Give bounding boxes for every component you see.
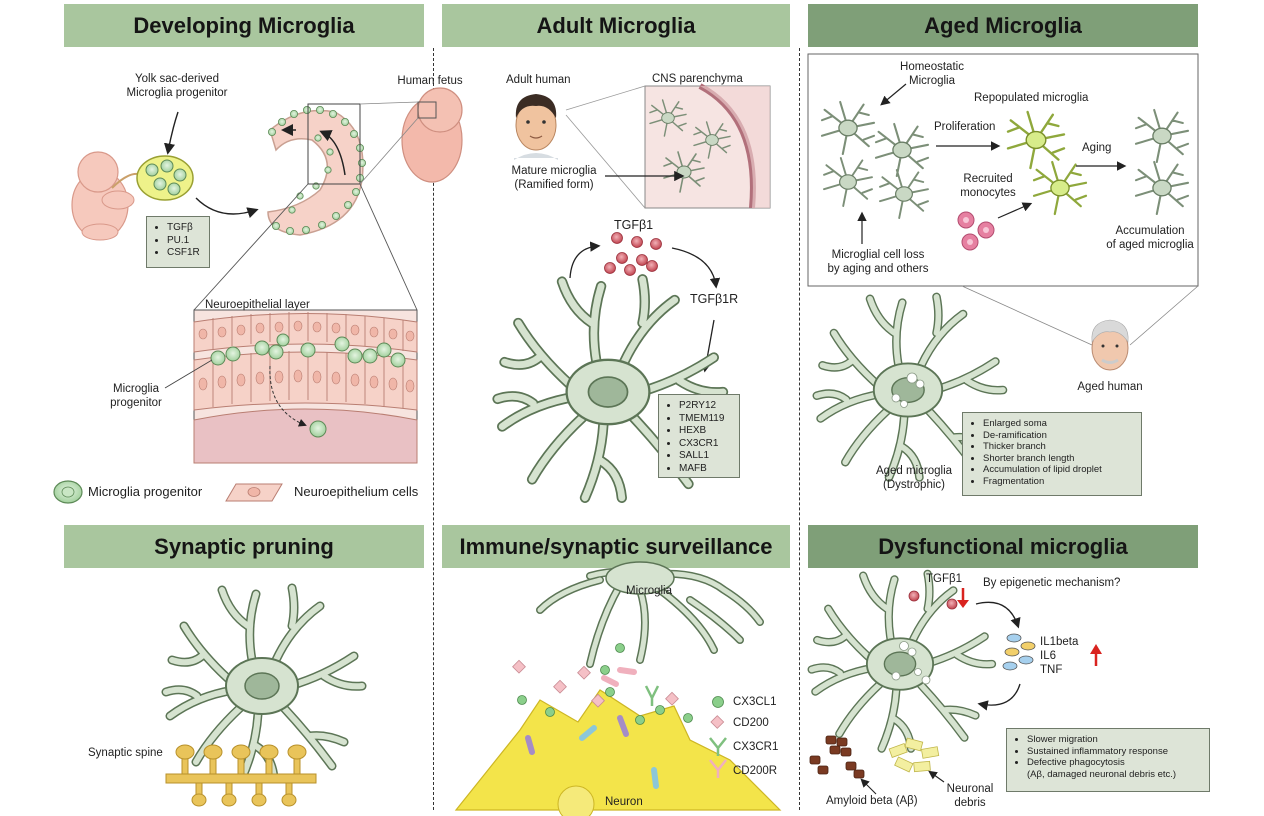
yolk-sac-label: Yolk sac-derived Microglia progenitor (126, 73, 228, 99)
pruning-illustration (166, 588, 362, 807)
legend-cd200: CD200 (733, 717, 769, 729)
accumulation-label: Accumulation of aged microglia (1106, 225, 1194, 251)
aged-feature-6: Fragmentation (983, 476, 1135, 488)
marker-hexb: HEXB (679, 425, 733, 438)
surveillance-neuron-label: Neuron (605, 796, 643, 808)
header-dysfunctional: Dysfunctional microglia (808, 525, 1198, 568)
dys-feature-1: Slower migration (1027, 734, 1203, 746)
dys-feature-2: Sustained inflammatory response (1027, 746, 1203, 758)
developing-illustration (53, 87, 463, 504)
cytokine-il1beta: IL1beta (1040, 636, 1079, 648)
aged-feature-1: Enlarged soma (983, 418, 1135, 430)
homeostatic-label: Homeostatic Microglia (900, 61, 964, 87)
aged-microglia-label: Aged microglia (Dystrophic) (875, 465, 953, 491)
tgfb1-label: TGFβ1 (614, 218, 654, 232)
tgfb1r-label: TGFβ1R (690, 292, 739, 306)
cell-loss-label: Microglial cell loss by aging and others (827, 249, 929, 275)
mature-microglia-label: Mature microglia (Ramified form) (511, 165, 597, 191)
dysfunctional-feature-box: Slower migration Sustained inflammatory … (1006, 728, 1210, 792)
microglia-progenitor-label: Microglia progenitor (110, 383, 162, 409)
marker-mafb: MAFB (679, 463, 733, 476)
aging-label: Aging (1082, 142, 1112, 154)
cns-parenchyma-label: CNS parenchyma (652, 73, 743, 85)
synaptic-spine-label: Synaptic spine (88, 747, 163, 759)
legend-cx3cr1: CX3CR1 (733, 741, 779, 753)
header-aged: Aged Microglia (808, 4, 1198, 47)
cytokine-il6: IL6 (1040, 650, 1056, 662)
developing-factor-box: TGFβ PU.1 CSF1R (146, 216, 210, 268)
legend-progenitor-label: Microglia progenitor (88, 484, 203, 499)
aged-feature-2: De-ramification (983, 430, 1135, 442)
aged-illustration (807, 53, 1199, 477)
epigenetic-label: By epigenetic mechanism? (983, 577, 1121, 589)
repopulated-label: Repopulated microglia (974, 92, 1089, 104)
debris-label: Neuronal debris (946, 783, 994, 809)
neuroepithelial-layer-label: Neuroepithelial layer (205, 299, 310, 311)
header-adult: Adult Microglia (442, 4, 790, 47)
aged-feature-5: Accumulation of lipid droplet (983, 464, 1135, 476)
aged-human-label: Aged human (1077, 381, 1143, 393)
adult-illustration (498, 83, 771, 498)
dys-tgfb1-label: TGFβ1 (926, 573, 963, 585)
factor-tgfb: TGFβ (167, 222, 203, 235)
divider-right (799, 48, 800, 810)
surveillance-microglia-label: Microglia (626, 585, 673, 597)
adult-human-label: Adult human (506, 74, 571, 86)
proliferation-label: Proliferation (934, 121, 996, 133)
aged-feature-4: Shorter branch length (983, 453, 1135, 465)
dys-feature-3: Defective phagocytosis (1027, 757, 1203, 769)
marker-sall1: SALL1 (679, 450, 733, 463)
divider-left (433, 48, 434, 810)
amyloid-label: Amyloid beta (Aβ) (826, 795, 918, 807)
factor-pu1: PU.1 (167, 235, 203, 248)
adult-marker-box: P2RY12 TMEM119 HEXB CX3CR1 SALL1 MAFB (658, 394, 740, 478)
factor-csf1r: CSF1R (167, 247, 203, 260)
dys-feature-4: (Aβ, damaged neuronal debris etc.) (1027, 768, 1177, 780)
legend-neuro-label: Neuroepithelium cells (294, 484, 419, 499)
header-pruning: Synaptic pruning (64, 525, 424, 568)
dysfunctional-illustration (810, 574, 1102, 795)
human-fetus-label: Human fetus (397, 75, 463, 87)
header-surveillance: Immune/synaptic surveillance (442, 525, 790, 568)
aged-feature-3: Thicker branch (983, 441, 1135, 453)
legend-cx3cl1: CX3CL1 (733, 696, 777, 708)
recruited-label: Recruited monocytes (960, 173, 1016, 199)
cytokine-tnf: TNF (1040, 664, 1063, 676)
surveillance-illustration (454, 561, 782, 816)
marker-cx3cr1: CX3CR1 (679, 438, 733, 451)
legend-cd200r: CD200R (733, 765, 778, 777)
marker-p2ry12: P2RY12 (679, 400, 733, 413)
marker-tmem119: TMEM119 (679, 413, 733, 426)
aged-feature-box: Enlarged soma De-ramification Thicker br… (962, 412, 1142, 496)
header-developing: Developing Microglia (64, 4, 424, 47)
